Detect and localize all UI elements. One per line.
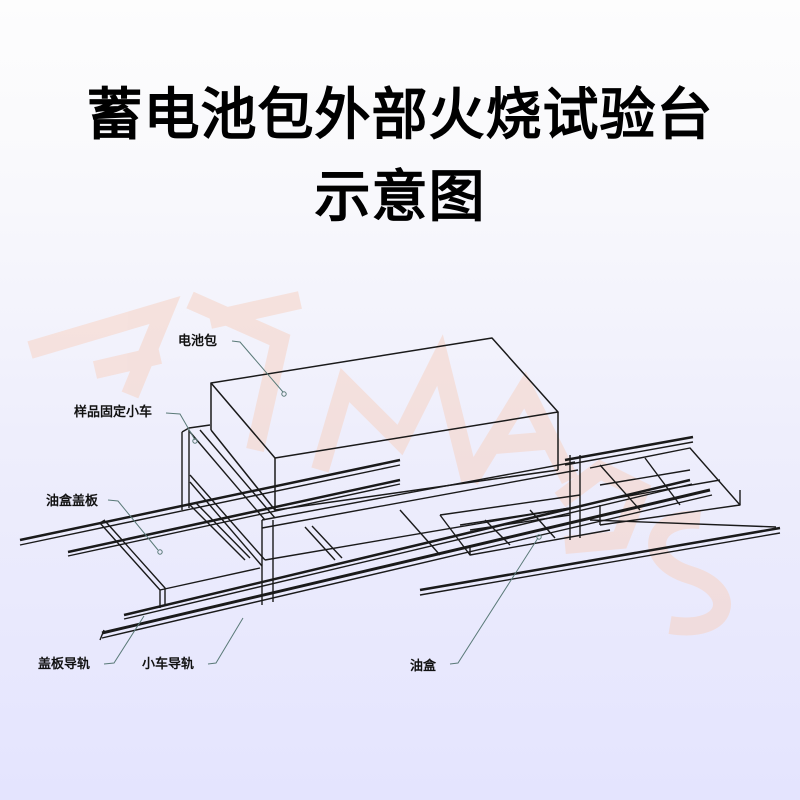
bench-drawing xyxy=(19,337,781,641)
oil-box-tray xyxy=(439,447,741,556)
title-line-2: 示意图 xyxy=(314,165,486,230)
label-sample-cart: 样品固定小车 xyxy=(74,405,153,420)
battery-pack-box xyxy=(210,337,559,511)
cart-rail-lines xyxy=(99,478,713,641)
label-battery-pack: 电池包 xyxy=(178,334,218,349)
label-oil-box: 油盒 xyxy=(410,659,437,674)
watermark xyxy=(27,291,731,636)
oil-box-cover-frame xyxy=(99,502,261,608)
label-cover-rail: 盖板导轨 xyxy=(38,657,91,672)
label-cart-rail: 小车导轨 xyxy=(142,657,195,672)
sample-cart-frame xyxy=(181,424,581,605)
leader-lines xyxy=(103,340,542,665)
title-line-1: 蓄电池包外部火烧试验台 xyxy=(86,83,714,148)
label-oil-box-cover: 油盒盖板 xyxy=(46,494,99,509)
